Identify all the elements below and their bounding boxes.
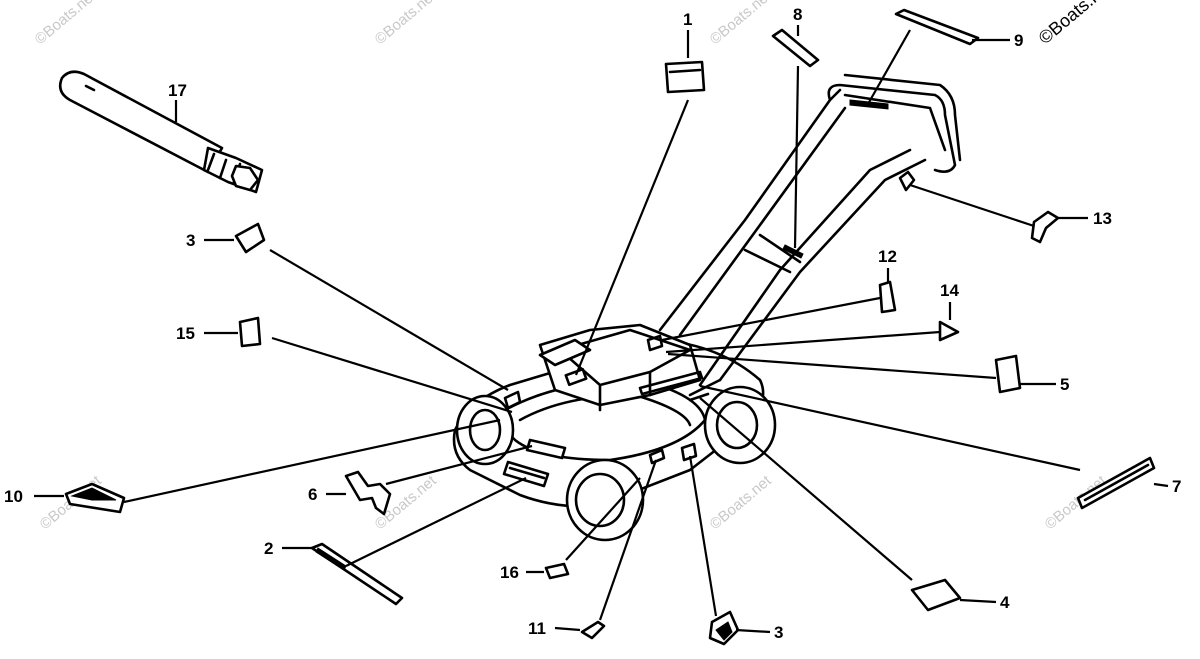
label-part-16	[544, 562, 570, 580]
callout-2: 2	[264, 539, 273, 558]
callout-15: 15	[176, 324, 195, 343]
callout-16: 16	[500, 563, 519, 582]
mower-deck	[452, 323, 777, 542]
label-part-9	[894, 8, 980, 46]
label-part-3-top	[234, 222, 266, 254]
callout-4: 4	[1000, 593, 1010, 612]
mower-handle	[658, 73, 962, 387]
callout-17: 17	[168, 81, 187, 100]
callout-14: 14	[940, 281, 959, 300]
callout-numbers: 1 8 9 17 13 3 12 14 15 5 7 10 6 2 16 4 1…	[4, 5, 1181, 642]
callout-3-top: 3	[186, 231, 195, 250]
watermark-1: ©Boats.net	[32, 0, 101, 48]
spark-plug-wrench-part-17	[58, 70, 264, 194]
label-part-15	[238, 316, 262, 348]
label-part-11	[580, 620, 606, 640]
label-part-12	[878, 280, 897, 314]
watermark-2: ©Boats.net	[372, 0, 441, 48]
callout-7: 7	[1172, 477, 1181, 496]
label-part-8	[771, 28, 820, 68]
label-part-13	[1030, 210, 1060, 244]
label-part-1	[664, 60, 706, 94]
callout-5: 5	[1060, 375, 1069, 394]
label-part-4	[910, 578, 962, 612]
callout-1: 1	[683, 10, 692, 29]
callout-9: 9	[1014, 31, 1023, 50]
callout-11: 11	[528, 619, 546, 638]
callout-10: 10	[4, 487, 23, 506]
watermark-dark: ©Boats.net	[1035, 0, 1116, 48]
label-part-14	[938, 320, 960, 342]
callout-13: 13	[1093, 209, 1112, 228]
callout-3-bottom: 3	[774, 623, 783, 642]
callout-12: 12	[878, 247, 897, 266]
watermark-7: ©Boats.net	[1042, 472, 1111, 533]
leader-lines	[34, 25, 1169, 634]
label-part-6	[344, 470, 392, 516]
watermark-6: ©Boats.net	[707, 472, 776, 533]
label-part-5	[994, 354, 1022, 394]
loose-labels	[64, 8, 1156, 646]
watermark-3: ©Boats.net	[707, 0, 776, 48]
callout-8: 8	[793, 5, 802, 24]
callout-6: 6	[308, 485, 317, 504]
